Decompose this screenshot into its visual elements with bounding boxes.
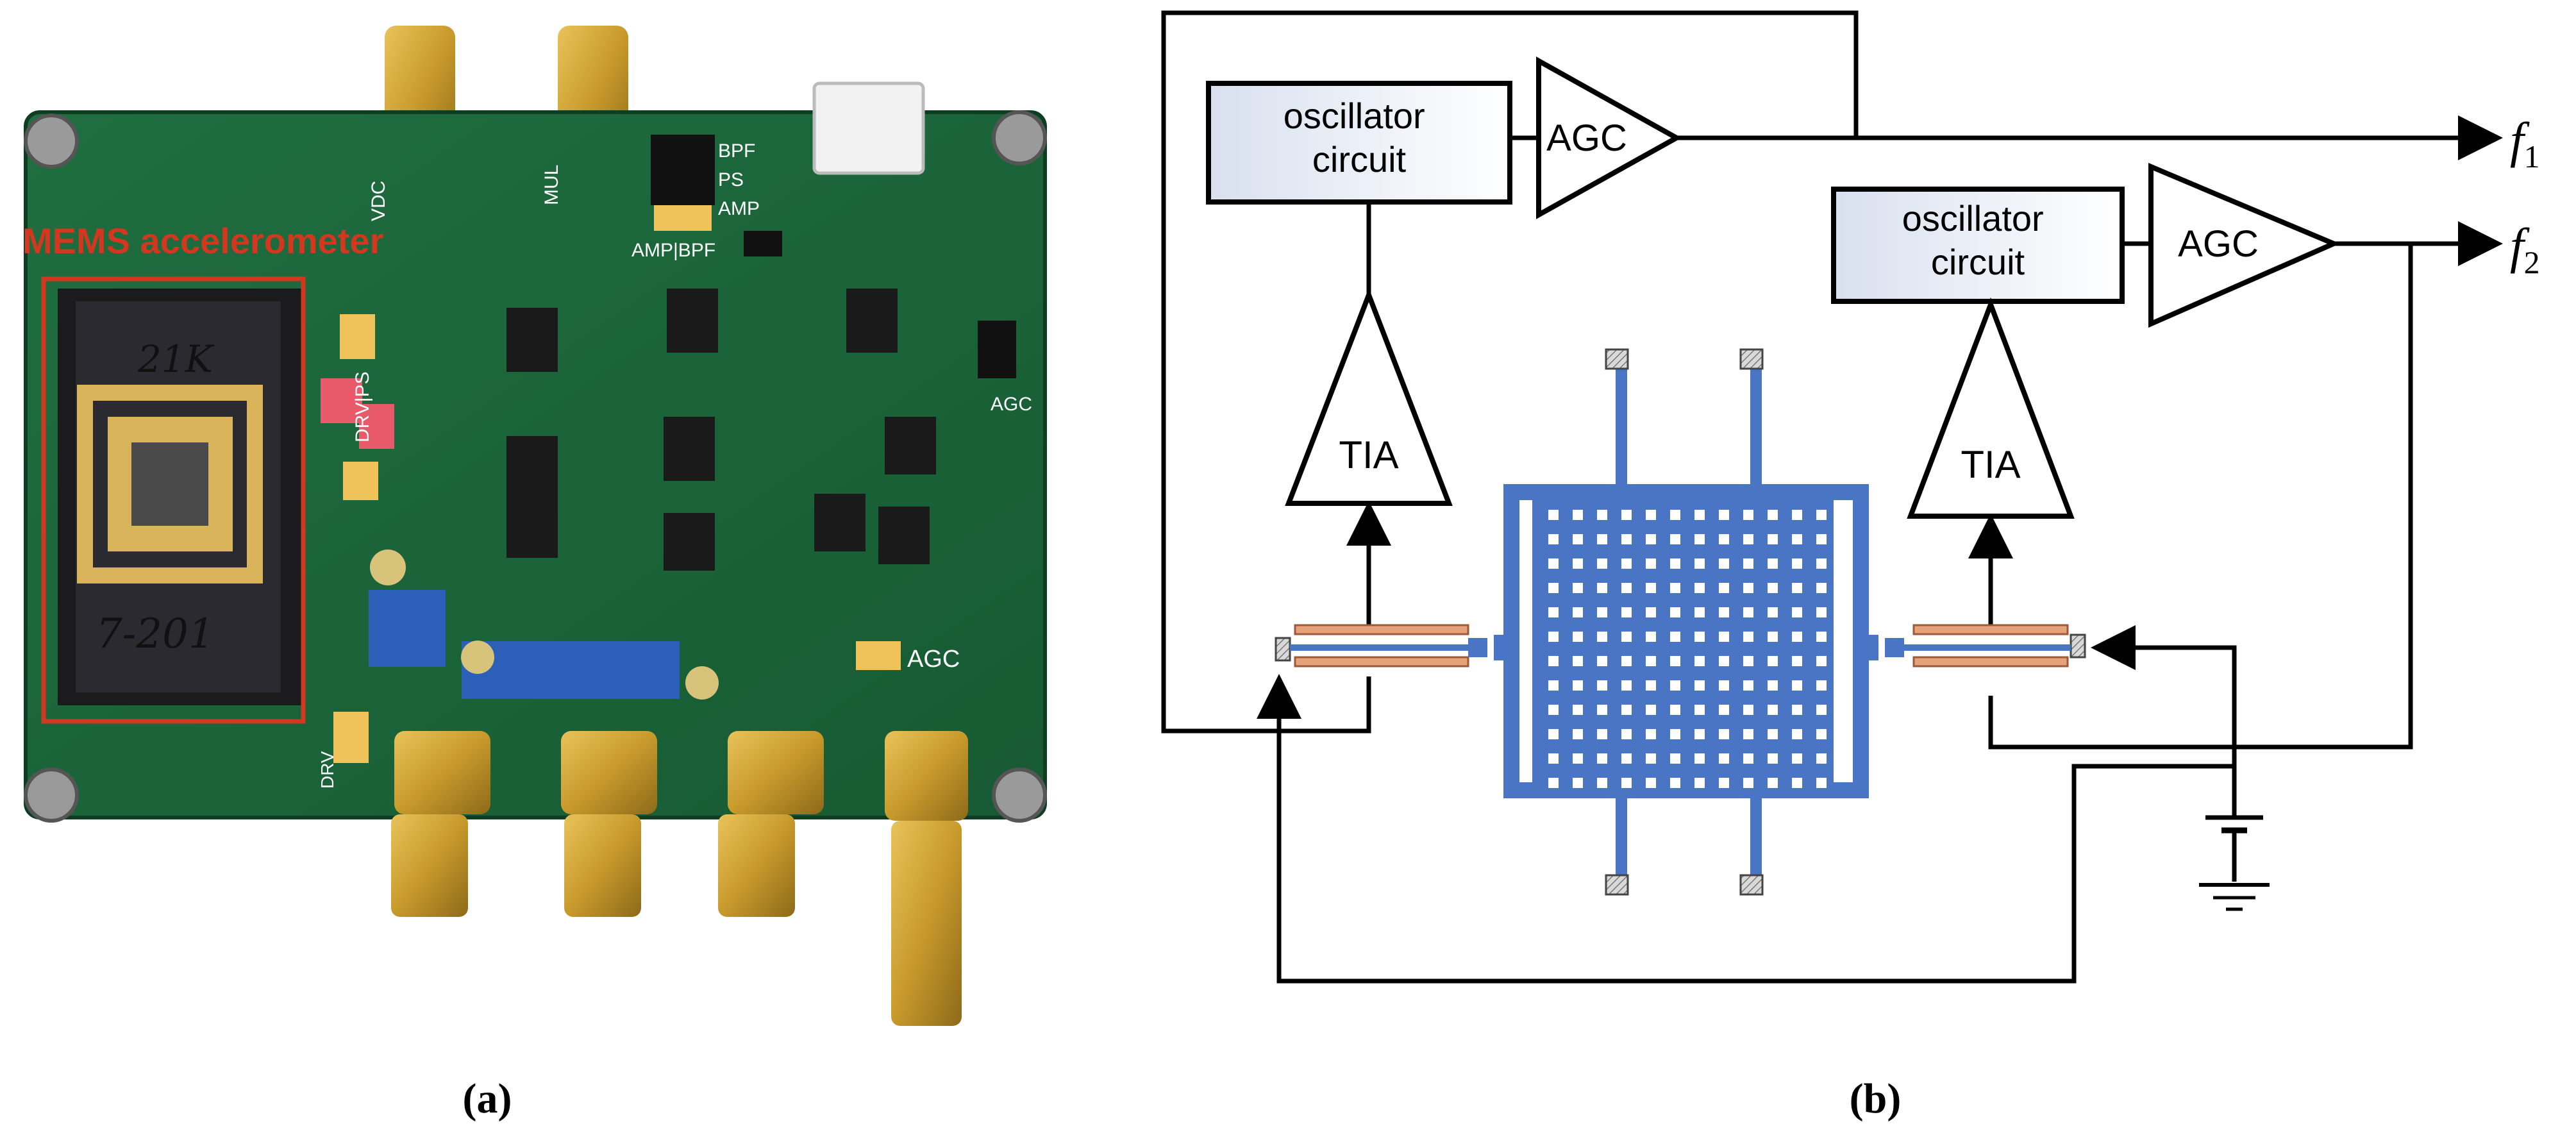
pcb-label-amp: AMP — [718, 198, 760, 219]
panel-a-photo: 21K 7-201 MEMS accelerometer VDC MUL BPF… — [22, 26, 1047, 1026]
battery-ground-icon — [2199, 766, 2270, 911]
feedback-loop-2 — [1988, 244, 2413, 750]
electrode-right — [1885, 624, 2086, 667]
oscillator-2-text-line2: circuit — [1931, 242, 2025, 282]
electrode-left — [1275, 624, 1487, 667]
bias-to-anchor — [2091, 625, 2237, 766]
panel-a-caption: (a) — [463, 1075, 512, 1122]
pcb-label-amp-bpf: AMP|BPF — [631, 240, 715, 261]
output-f2-subscript: 2 — [2524, 244, 2540, 280]
mems-resonator — [1494, 348, 1878, 896]
tia-1-label: TIA — [1339, 433, 1398, 476]
tia-2-label: TIA — [1961, 443, 2020, 486]
oscillator-1-text: oscillator — [1284, 96, 1425, 136]
mems-highlight-box — [41, 276, 306, 724]
agc-2-label: AGC — [2178, 223, 2259, 265]
resonator-perforations — [1548, 510, 1827, 788]
pcb-label-agc-bottom: AGC — [907, 646, 960, 673]
header-connector — [812, 81, 925, 175]
agc-amplifier-2 — [2148, 162, 2341, 328]
jumper-block — [321, 135, 1016, 763]
output-f1-label: f1 — [2510, 112, 2540, 174]
mems-package — [58, 289, 301, 705]
panel-b-caption: (b) — [1850, 1075, 1902, 1122]
ic-chips — [506, 289, 936, 571]
sma-connectors-bottom — [391, 731, 968, 1026]
pcb-label-ps: PS — [718, 169, 744, 190]
oscillator-2-text: oscillator — [1902, 198, 2044, 239]
pcb-label-bpf: BPF — [718, 140, 755, 162]
output-f1-subscript: 1 — [2524, 138, 2540, 174]
agc-1-label: AGC — [1546, 117, 1627, 159]
potentiometers — [369, 550, 719, 700]
pcb-label-drv-ps: DRV|PS — [352, 371, 373, 442]
mems-accelerometer-label: MEMS accelerometer — [22, 221, 383, 261]
oscillator-circuit-2-label: oscillator circuit — [1902, 198, 2054, 282]
oscillator-circuit-1 — [1206, 81, 1512, 205]
bias-loop — [1276, 686, 2234, 984]
chip-handwriting-top: 21K — [137, 337, 215, 381]
chip-handwriting-bottom: 7-201 — [96, 610, 215, 658]
pcb-label-mul: MUL — [541, 165, 562, 205]
oscillator-circuit-1-label: oscillator circuit — [1284, 96, 1435, 180]
panel-b-schematic: oscillator circuit AGC TIA oscillator ci… — [1161, 10, 2540, 984]
feedback-loop-1 — [1161, 10, 1859, 734]
pcb-label-vdc: VDC — [368, 181, 389, 221]
output-f2-label: f2 — [2510, 218, 2540, 280]
mounting-screw-icon — [24, 110, 1047, 823]
oscillator-1-text-line2: circuit — [1312, 139, 1407, 180]
oscillator-circuit-2 — [1831, 187, 2125, 304]
pcb-label-agc-side: AGC — [991, 394, 1032, 415]
agc-amplifier-1 — [1536, 56, 1682, 219]
pcb-label-drv: DRV — [317, 751, 337, 789]
